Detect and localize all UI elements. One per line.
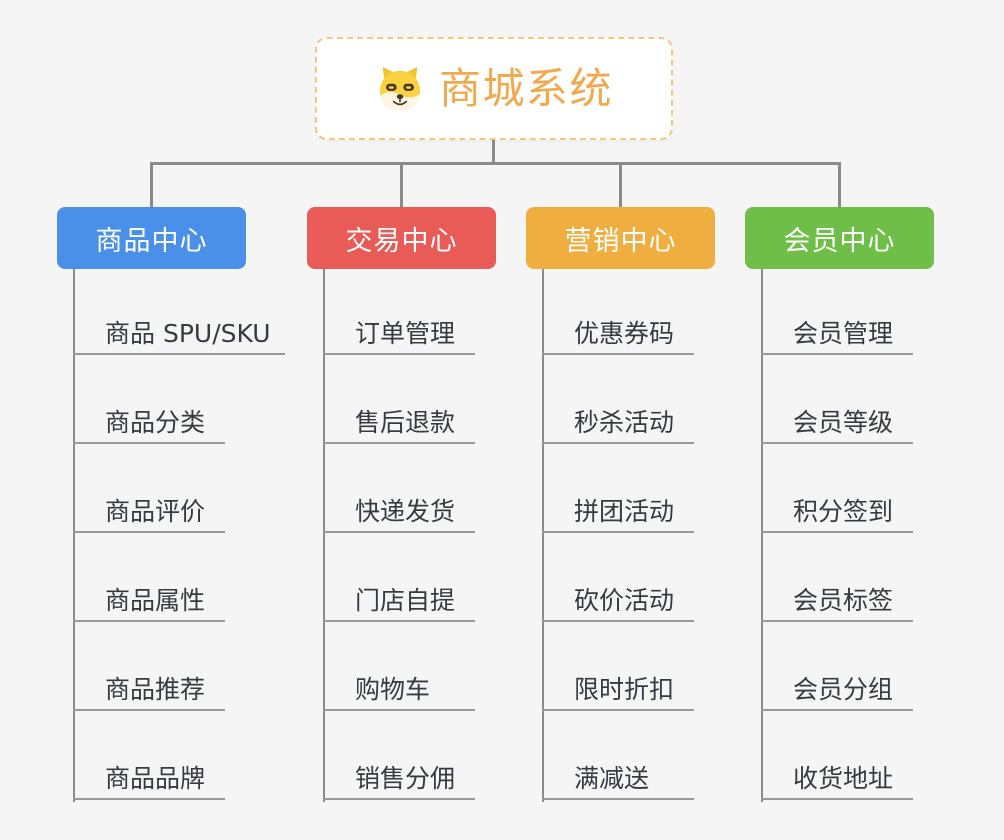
leaf-topic[interactable]: 砍价活动 xyxy=(542,533,694,622)
branch-label: 交易中心 xyxy=(345,225,458,257)
shiba-dog-icon xyxy=(379,66,421,111)
leaf-topic[interactable]: 会员管理 xyxy=(761,266,913,355)
branch-label: 营销中心 xyxy=(564,225,677,257)
branch-node-products[interactable]: 商品中心 xyxy=(57,207,246,269)
connector-stub-products xyxy=(150,162,153,209)
leaf-topic[interactable]: 购物车 xyxy=(323,622,475,711)
connector-root-stub xyxy=(492,139,495,164)
trunk-products xyxy=(73,268,75,802)
leaf-topic[interactable]: 快递发货 xyxy=(323,444,475,533)
leaf-topic[interactable]: 积分签到 xyxy=(761,444,913,533)
branch-label: 商品中心 xyxy=(95,225,208,257)
leaf-column-trade: 订单管理 售后退款 快递发货 门店自提 购物车 销售分佣 xyxy=(323,266,475,800)
leaf-topic[interactable]: 商品 SPU/SKU xyxy=(73,266,285,355)
leaf-topic[interactable]: 会员分组 xyxy=(761,622,913,711)
root-topic[interactable]: 商城系统 xyxy=(315,37,673,140)
connector-stub-members xyxy=(838,162,841,209)
leaf-topic[interactable]: 商品评价 xyxy=(73,444,225,533)
leaf-topic[interactable]: 秒杀活动 xyxy=(542,355,694,444)
leaf-topic[interactable]: 商品推荐 xyxy=(73,622,225,711)
trunk-members xyxy=(761,268,763,802)
leaf-topic[interactable]: 优惠券码 xyxy=(542,266,694,355)
leaf-topic[interactable]: 商品品牌 xyxy=(73,711,225,800)
leaf-topic[interactable]: 收货地址 xyxy=(761,711,913,800)
leaf-column-products: 商品 SPU/SKU 商品分类 商品评价 商品属性 商品推荐 商品品牌 xyxy=(73,266,285,800)
branch-node-trade[interactable]: 交易中心 xyxy=(307,207,496,269)
leaf-column-members: 会员管理 会员等级 积分签到 会员标签 会员分组 收货地址 xyxy=(761,266,913,800)
leaf-topic[interactable]: 商品分类 xyxy=(73,355,225,444)
leaf-topic[interactable]: 拼团活动 xyxy=(542,444,694,533)
leaf-topic[interactable]: 会员等级 xyxy=(761,355,913,444)
branch-node-members[interactable]: 会员中心 xyxy=(745,207,934,269)
leaf-topic[interactable]: 限时折扣 xyxy=(542,622,694,711)
trunk-marketing xyxy=(542,268,544,802)
leaf-topic[interactable]: 满减送 xyxy=(542,711,694,800)
connector-stub-trade xyxy=(400,162,403,209)
leaf-topic[interactable]: 门店自提 xyxy=(323,533,475,622)
leaf-column-marketing: 优惠券码 秒杀活动 拼团活动 砍价活动 限时折扣 满减送 xyxy=(542,266,694,800)
leaf-topic[interactable]: 售后退款 xyxy=(323,355,475,444)
root-title: 商城系统 xyxy=(438,63,613,113)
leaf-topic[interactable]: 销售分佣 xyxy=(323,711,475,800)
leaf-topic[interactable]: 商品属性 xyxy=(73,533,225,622)
leaf-topic[interactable]: 会员标签 xyxy=(761,533,913,622)
trunk-trade xyxy=(323,268,325,802)
connector-bus xyxy=(150,162,841,165)
connector-stub-marketing xyxy=(619,162,622,209)
leaf-topic[interactable]: 订单管理 xyxy=(323,266,475,355)
branch-label: 会员中心 xyxy=(783,225,896,257)
branch-node-marketing[interactable]: 营销中心 xyxy=(526,207,715,269)
